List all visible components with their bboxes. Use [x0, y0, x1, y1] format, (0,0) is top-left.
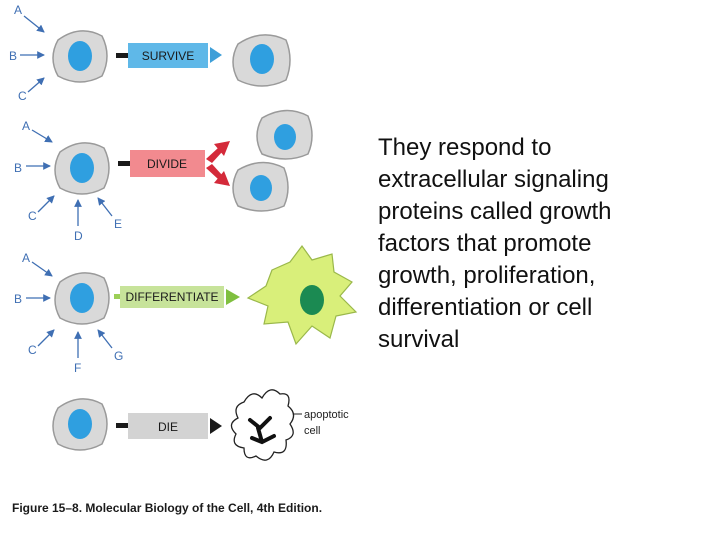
- signal-label-f: F: [74, 361, 81, 375]
- arrow-head: [210, 47, 222, 63]
- arrow-head: [226, 289, 240, 305]
- signal-arrow: [23, 15, 45, 33]
- row-differentiate: A B C F G DIFFERENTIATE: [14, 244, 358, 375]
- row-die: DIE apoptotic cell: [52, 389, 349, 461]
- signal-label-a: A: [14, 3, 22, 17]
- arrow-head: [210, 418, 222, 434]
- cell-nucleus: [70, 283, 94, 313]
- cell-nucleus: [68, 41, 92, 71]
- signal-label-d: D: [74, 229, 83, 243]
- cell-nucleus: [68, 409, 92, 439]
- signal-arrow: [31, 129, 53, 143]
- signal-label-c: C: [28, 209, 37, 223]
- arrow-tail: [116, 53, 128, 58]
- cell-nucleus: [274, 124, 296, 150]
- signal-label-c: C: [18, 89, 27, 103]
- differentiated-cell-nucleus: [300, 285, 324, 315]
- signal-label-a: A: [22, 119, 30, 133]
- cell-nucleus: [250, 175, 272, 201]
- signal-label-b: B: [14, 161, 22, 175]
- signal-label-e: E: [114, 217, 122, 231]
- cell-signaling-diagram: A B C SURVIVE A B C D E DIVIDE: [9, 3, 358, 515]
- cell-nucleus: [70, 153, 94, 183]
- differentiate-label: DIFFERENTIATE: [125, 290, 218, 304]
- description-text: They respond to extracellular signaling …: [378, 134, 612, 353]
- signal-arrow: [27, 77, 45, 93]
- arrow-tail: [118, 161, 130, 166]
- cell-nucleus: [250, 44, 274, 74]
- signal-arrow: [97, 329, 113, 349]
- apoptotic-label-line2: cell: [304, 425, 321, 437]
- signal-arrow: [31, 261, 53, 277]
- divide-box: [130, 150, 205, 177]
- survive-box: [128, 43, 208, 68]
- split-arrow-down: [206, 164, 222, 179]
- row-divide: A B C D E DIVIDE: [14, 109, 313, 243]
- signal-label-b: B: [14, 292, 22, 306]
- arrow-tail: [116, 423, 128, 428]
- figure-caption: Figure 15–8. Molecular Biology of the Ce…: [12, 501, 322, 515]
- signal-label-g: G: [114, 349, 123, 363]
- fragmented-nucleus: [248, 416, 276, 445]
- apoptotic-label-line1: apoptotic: [304, 409, 349, 421]
- arrow-tail: [114, 294, 120, 299]
- signal-label-a: A: [22, 251, 30, 265]
- split-arrow-down-head: [214, 171, 230, 186]
- signal-label-b: B: [9, 49, 17, 63]
- split-arrow-up-head: [214, 141, 230, 156]
- die-box: [128, 413, 208, 439]
- split-arrow-up: [206, 148, 222, 163]
- differentiate-box: [120, 286, 224, 308]
- divide-label: DIVIDE: [147, 157, 187, 171]
- die-label: DIE: [158, 420, 178, 434]
- survive-label: SURVIVE: [142, 49, 194, 63]
- signal-arrow: [37, 329, 55, 347]
- signal-arrow: [37, 195, 55, 213]
- signal-label-c: C: [28, 343, 37, 357]
- signal-arrow: [97, 197, 113, 217]
- row-survive: A B C SURVIVE: [9, 3, 291, 103]
